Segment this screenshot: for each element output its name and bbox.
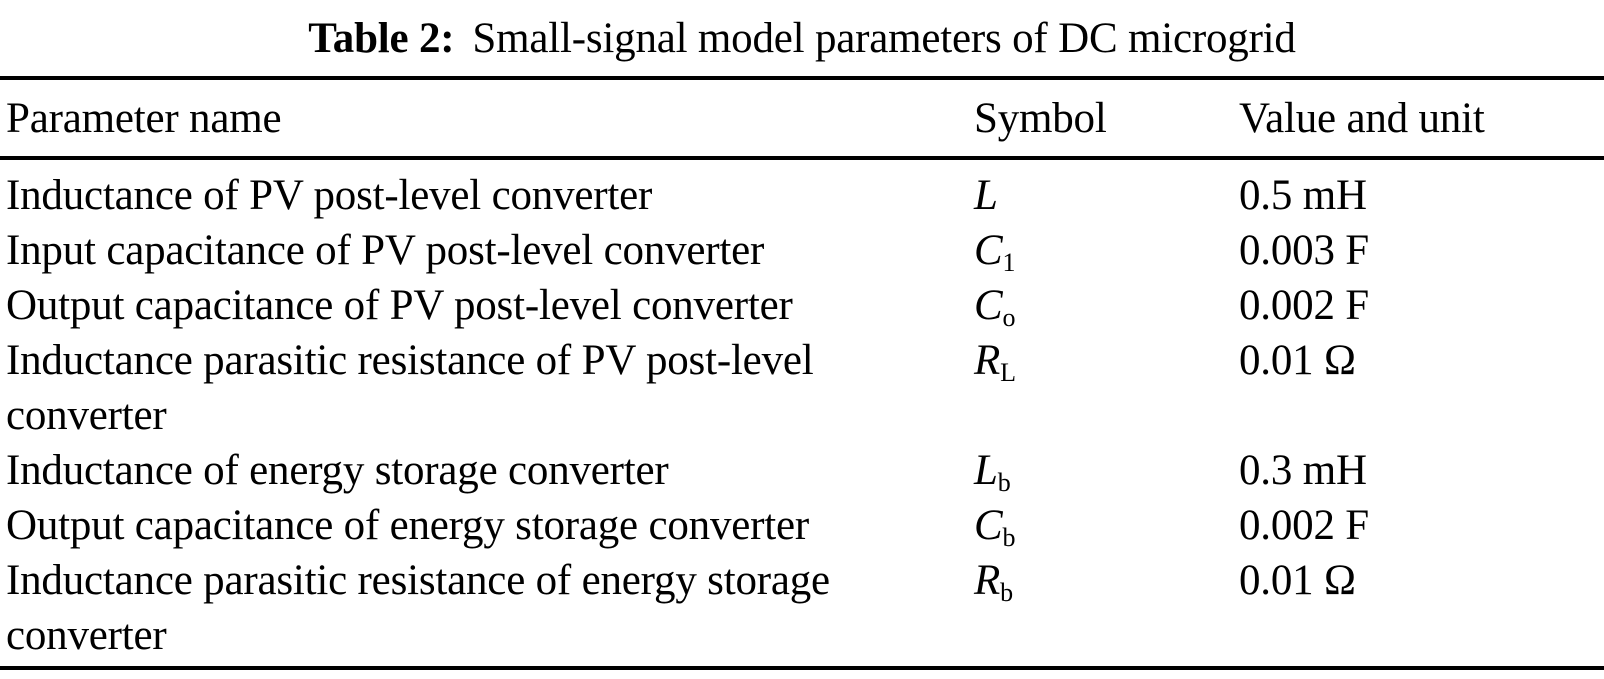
- parameter-name-cell: Inductance of energy storage converter: [6, 443, 974, 498]
- symbol-cell: Rb: [974, 553, 1239, 663]
- symbol-cell: C1: [974, 223, 1239, 278]
- header-rule-divider: [0, 156, 1604, 160]
- table-body: Inductance of PV post-level converter L …: [0, 160, 1604, 666]
- table-row: Inductance of PV post-level converter L …: [0, 168, 1604, 223]
- parameter-name-line: Output capacitance of energy storage con…: [6, 502, 810, 549]
- symbol-letter: L: [974, 172, 998, 219]
- table-caption-text: Small-signal model parameters of DC micr…: [472, 14, 1296, 62]
- parameter-name-line: Output capacitance of PV post-level conv…: [6, 282, 793, 329]
- value-cell: 0.01 Ω: [1239, 337, 1356, 384]
- value-cell: 0.01 Ω: [1239, 557, 1356, 604]
- table-row: Output capacitance of energy storage con…: [0, 498, 1604, 553]
- value-cell: 0.002 F: [1239, 502, 1370, 549]
- symbol-subscript: b: [1000, 578, 1014, 607]
- column-header-parameter-name: Parameter name: [6, 94, 282, 142]
- parameter-name-cell: Inductance parasitic resistance of PV po…: [6, 333, 974, 443]
- parameter-name-cell: Input capacitance of PV post-level conve…: [6, 223, 974, 278]
- column-header-value-and-unit: Value and unit: [1239, 94, 1485, 142]
- parameter-name-line: Inductance parasitic resistance of energ…: [6, 557, 830, 604]
- symbol-subscript: b: [997, 468, 1011, 497]
- symbol-subscript: b: [1002, 523, 1016, 552]
- symbol-letter: R: [974, 337, 1001, 384]
- column-header-symbol: Symbol: [974, 94, 1107, 142]
- value-cell: 0.5 mH: [1239, 172, 1367, 219]
- symbol-cell: Lb: [974, 443, 1239, 498]
- symbol-subscript: L: [1000, 358, 1016, 387]
- symbol-letter: R: [974, 557, 1001, 604]
- parameter-name-line: converter: [6, 392, 167, 439]
- symbol-subscript: o: [1002, 303, 1016, 332]
- table-row: Inductance parasitic resistance of energ…: [0, 553, 1604, 663]
- parameter-name-cell: Output capacitance of energy storage con…: [6, 498, 974, 553]
- parameter-name-line: converter: [6, 612, 167, 659]
- value-cell: 0.003 F: [1239, 227, 1370, 274]
- parameter-name-line: Inductance of energy storage converter: [6, 447, 669, 494]
- symbol-letter: C: [974, 282, 1003, 329]
- symbol-cell: Co: [974, 278, 1239, 333]
- symbol-letter: L: [974, 447, 998, 494]
- table-row: Inductance of energy storage converter L…: [0, 443, 1604, 498]
- table-row: Inductance parasitic resistance of PV po…: [0, 333, 1604, 443]
- table-caption: Table 2: Small-signal model parameters o…: [0, 0, 1604, 76]
- parameter-name-cell: Inductance of PV post-level converter: [6, 168, 974, 223]
- symbol-letter: C: [974, 502, 1003, 549]
- symbol-cell: RL: [974, 333, 1239, 443]
- bottom-rule-divider: [0, 666, 1604, 670]
- parameter-name-line: Inductance of PV post-level converter: [6, 172, 653, 219]
- symbol-cell: Cb: [974, 498, 1239, 553]
- symbol-cell: L: [974, 168, 1239, 223]
- table-row: Output capacitance of PV post-level conv…: [0, 278, 1604, 333]
- symbol-subscript: 1: [1002, 248, 1016, 277]
- value-cell: 0.3 mH: [1239, 447, 1367, 494]
- table-header-row: Parameter name Symbol Value and unit: [0, 80, 1604, 156]
- table-row: Input capacitance of PV post-level conve…: [0, 223, 1604, 278]
- top-rule-divider: [0, 76, 1604, 80]
- value-cell: 0.002 F: [1239, 282, 1370, 329]
- symbol-letter: C: [974, 227, 1003, 274]
- parameter-name-cell: Inductance parasitic resistance of energ…: [6, 553, 974, 663]
- parameter-name-line: Inductance parasitic resistance of PV po…: [6, 337, 814, 384]
- parameter-name-line: Input capacitance of PV post-level conve…: [6, 227, 765, 274]
- parameter-name-cell: Output capacitance of PV post-level conv…: [6, 278, 974, 333]
- table-caption-label: Table 2:: [308, 14, 455, 62]
